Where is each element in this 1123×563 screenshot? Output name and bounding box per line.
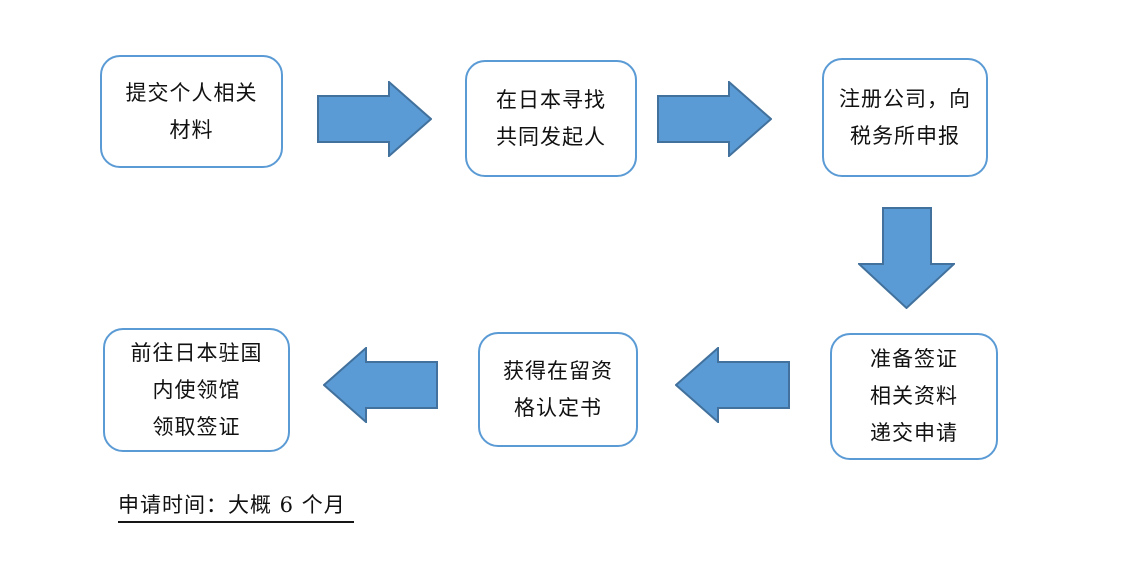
arrow-right-icon xyxy=(657,81,772,157)
step-label-line: 材料 xyxy=(169,117,214,142)
step-label-line: 格认定书 xyxy=(514,395,602,420)
arrow-left-icon xyxy=(323,347,438,423)
step-label-line: 税务所申报 xyxy=(850,123,960,148)
arrow-right-icon xyxy=(317,81,432,157)
step-label-line: 获得在留资 xyxy=(503,358,613,383)
step-label-line: 领取签证 xyxy=(152,414,241,439)
step-label-line: 在日本寻找 xyxy=(496,87,606,112)
step-label-line: 前往日本驻国 xyxy=(130,340,263,365)
flow-step-1: 提交个人相关 材料 xyxy=(100,55,283,168)
step-label-line: 内使领馆 xyxy=(152,377,241,402)
step-label-line: 提交个人相关 xyxy=(125,80,258,105)
flow-step-4: 准备签证 相关资料 递交申请 xyxy=(830,333,998,460)
step-label-line: 递交申请 xyxy=(870,421,958,445)
arrow-down-icon xyxy=(858,207,955,309)
flow-step-5: 获得在留资 格认定书 xyxy=(478,332,638,447)
step-label-line: 注册公司，向 xyxy=(839,86,971,111)
application-time-text: 申请时间：大概 6 个月 xyxy=(118,489,354,523)
step-label-line: 共同发起人 xyxy=(496,124,606,149)
flow-step-6: 前往日本驻国 内使领馆 领取签证 xyxy=(103,328,290,452)
step-label-line: 准备签证 xyxy=(870,347,958,371)
flow-step-2: 在日本寻找 共同发起人 xyxy=(465,60,637,177)
arrow-left-icon xyxy=(675,347,790,423)
application-time-note: 申请时间：大概 6 个月 xyxy=(118,489,354,523)
flow-step-3: 注册公司，向 税务所申报 xyxy=(822,58,988,177)
step-label-line: 相关资料 xyxy=(870,384,958,408)
